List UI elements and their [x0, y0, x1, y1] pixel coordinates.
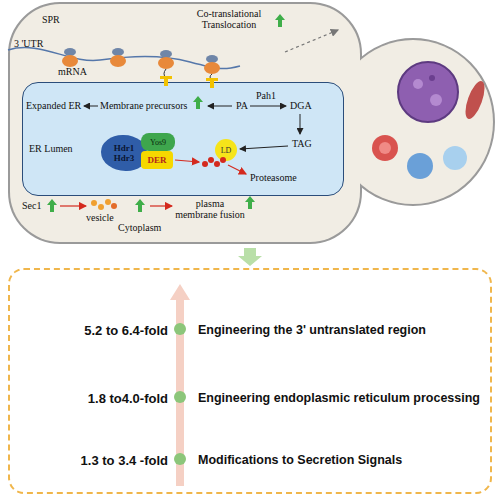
yeast-cell: Cytoplasm ER Lumen Hdr1Hdr3 Yos9DER LD: [8, 2, 495, 244]
protein-label: Hdr3: [114, 153, 135, 163]
step-dot: [174, 323, 186, 465]
yos9-protein: Yos9: [141, 133, 175, 151]
droplet-label: LD: [221, 146, 232, 155]
der-protein: DER: [141, 151, 173, 169]
region-label: Cytoplasm: [118, 222, 161, 233]
result-text: 5.2 to 6.4-fold: [18, 323, 168, 339]
improvement-arrow-head: [170, 284, 190, 300]
result-text: Modifications to Secretion Signals: [198, 453, 483, 468]
flow-arrow: [238, 248, 262, 266]
lipid-droplet: LD: [215, 139, 237, 161]
region-label: ER Lumen: [29, 143, 73, 154]
results-panel: 5.2 to 6.4-fold Engineering the 3' untran…: [8, 268, 492, 494]
er-compartment: ER Lumen Hdr1Hdr3 Yos9DER LD: [22, 82, 344, 196]
protein-label: Yos9: [150, 138, 166, 147]
result-text: 1.8 to4.0-fold: [18, 391, 168, 407]
result-text: Engineering the 3' untranslated region: [198, 323, 483, 338]
protein-label: Hdr1: [114, 143, 135, 153]
protein-label: DER: [147, 155, 166, 165]
improvement-arrow: [176, 300, 184, 486]
result-text: Engineering endoplasmic reticulum proces…: [198, 391, 483, 406]
result-text: 1.3 to 3.4 -fold: [18, 453, 168, 469]
